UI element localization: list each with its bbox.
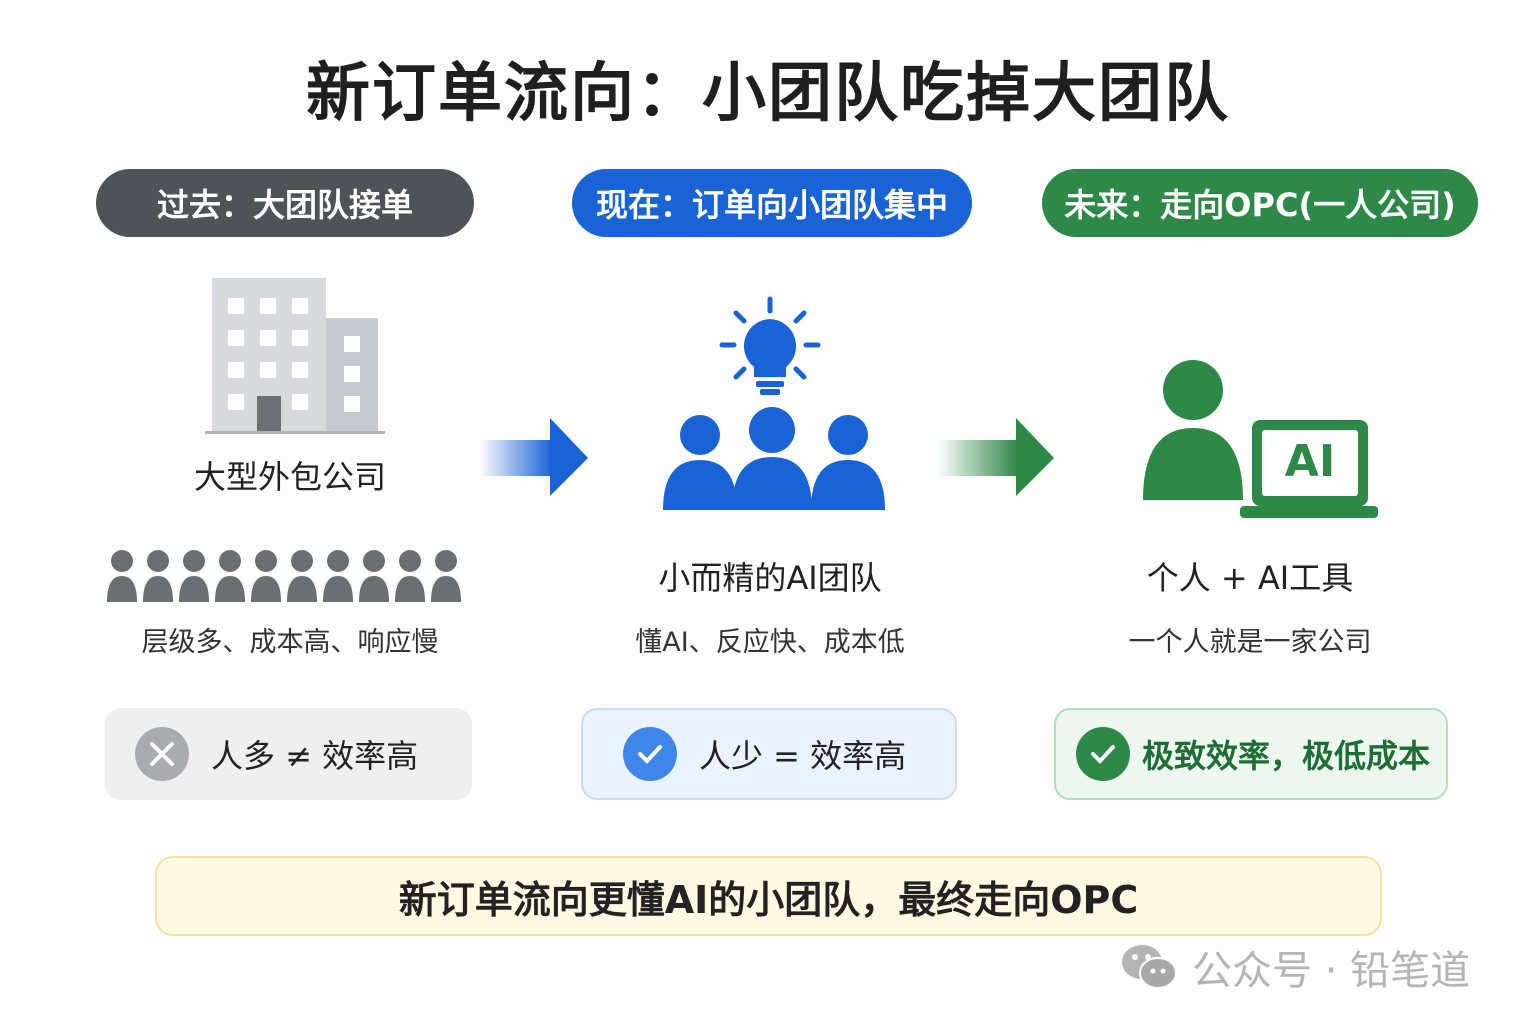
arrow-right-icon [938, 418, 1054, 496]
future-sub: 一个人就是一家公司 [1128, 627, 1372, 658]
future-verdict: 极致效率，极低成本 [1054, 708, 1448, 800]
past-verdict-text: 人多 ≠ 效率高 [211, 737, 419, 775]
person-laptop-icon [1143, 360, 1378, 518]
past-label: 大型外包公司 [193, 458, 386, 496]
present-verdict: 人少 = 效率高 [581, 708, 957, 800]
page-title: 新订单流向：小团队吃掉大团队 [306, 57, 1230, 131]
present-pill: 现在：订单向小团队集中 [572, 169, 972, 237]
present-sub: 懂AI、反应快、成本低 [635, 627, 905, 658]
watermark-text: 公众号 · 铅笔道 [1192, 948, 1471, 994]
ai-team-icon [663, 296, 885, 510]
present-verdict-text: 人少 = 效率高 [699, 737, 907, 775]
x-circle-icon [135, 727, 189, 781]
future-pill: 未来：走向OPC(一人公司) [1042, 169, 1478, 237]
laptop-ai-text: AI [1284, 436, 1336, 487]
check-circle-icon [1076, 727, 1130, 781]
future-verdict-text: 极致效率，极低成本 [1142, 737, 1431, 775]
watermark: 公众号 · 铅笔道 [1120, 938, 1470, 996]
past-sub: 层级多、成本高、响应慢 [141, 627, 439, 658]
building-icon [205, 278, 385, 434]
past-pill: 过去：大团队接单 [96, 169, 474, 237]
arrow-right-icon [480, 418, 588, 496]
check-circle-icon [623, 727, 677, 781]
present-label: 小而精的AI团队 [658, 559, 882, 597]
summary-banner: 新订单流向更懂AI的小团队，最终走向OPC [155, 856, 1382, 936]
wechat-icon [1122, 945, 1177, 989]
future-label: 个人 + AI工具 [1146, 559, 1354, 597]
past-verdict: 人多 ≠ 效率高 [105, 708, 472, 800]
crowd-icon [107, 550, 461, 602]
